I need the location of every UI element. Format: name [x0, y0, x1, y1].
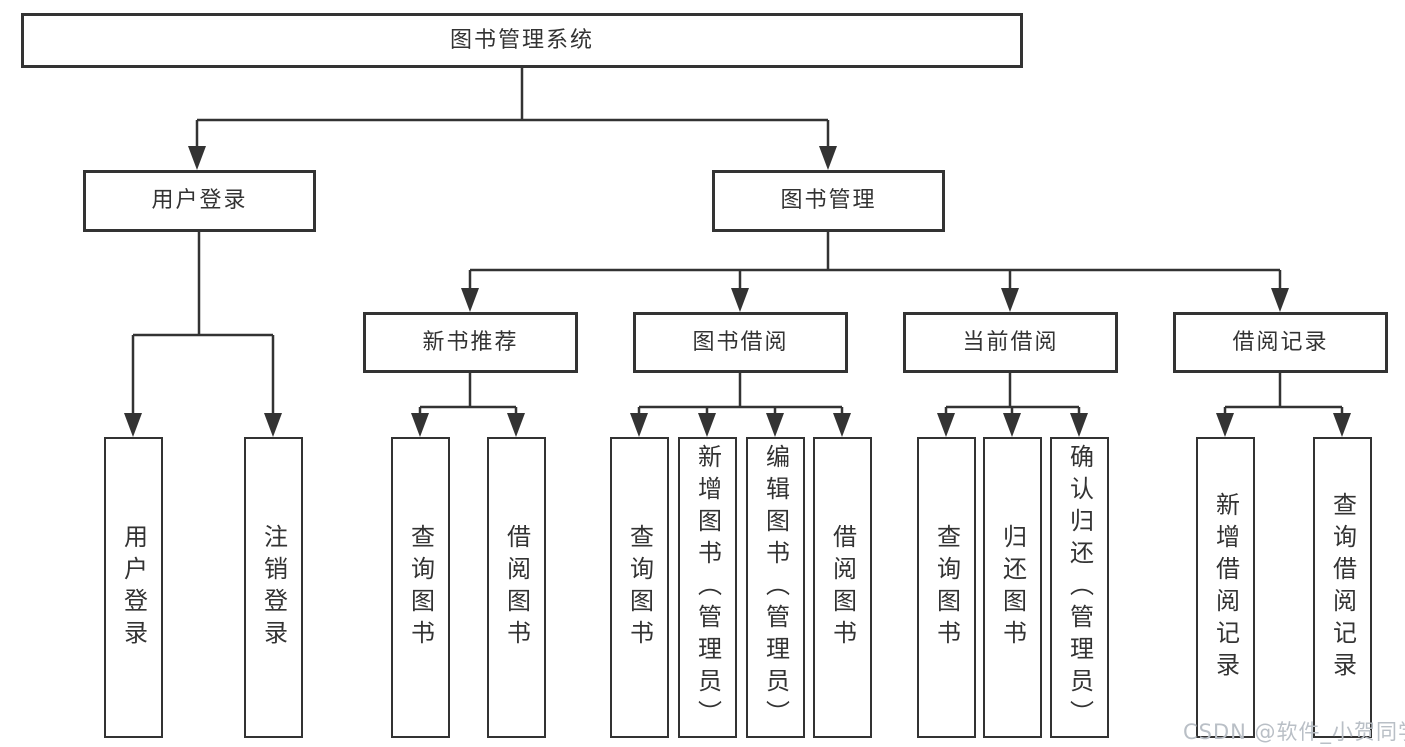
- leaf-query-borrowing-record: 查询借阅记录: [1313, 437, 1372, 738]
- arrowhead: [411, 413, 429, 437]
- leaf-add-borrowing-record: 新增借阅记录: [1196, 437, 1255, 738]
- leaf-borrow-books-borrowing: 借阅图书: [813, 437, 872, 738]
- node-borrowing-records: 借阅记录: [1173, 312, 1388, 373]
- connector-lines: [131, 68, 1344, 433]
- csdn-watermark: CSDN @软件_小贺同学: [1183, 720, 1405, 744]
- node-book-management-branch: 图书管理: [712, 170, 945, 232]
- arrowhead: [1003, 413, 1021, 437]
- arrowhead: [698, 413, 716, 437]
- arrowhead: [124, 413, 142, 437]
- arrowhead: [1070, 413, 1088, 437]
- arrowhead: [188, 146, 206, 170]
- arrowhead: [461, 288, 479, 312]
- arrowhead: [264, 413, 282, 437]
- arrowhead: [1271, 288, 1289, 312]
- leaf-add-books-admin: 新增图书（管理员）: [678, 437, 737, 738]
- leaf-user-login: 用户登录: [104, 437, 163, 738]
- node-book-borrowing: 图书借阅: [633, 312, 848, 373]
- node-new-book-recommendation: 新书推荐: [363, 312, 578, 373]
- leaf-query-books-recommend: 查询图书: [391, 437, 450, 738]
- arrowhead: [731, 288, 749, 312]
- arrowhead: [1216, 413, 1234, 437]
- node-current-borrowing: 当前借阅: [903, 312, 1118, 373]
- arrowhead: [833, 413, 851, 437]
- leaf-borrow-books-recommend: 借阅图书: [487, 437, 546, 738]
- leaf-logout: 注销登录: [244, 437, 303, 738]
- arrowhead: [1001, 288, 1019, 312]
- leaf-query-books-borrowing: 查询图书: [610, 437, 669, 738]
- leaf-edit-books-admin: 编辑图书（管理员）: [746, 437, 805, 738]
- arrowhead: [819, 146, 837, 170]
- leaf-confirm-return-admin: 确认归还（管理员）: [1050, 437, 1109, 738]
- node-root-library-management-system: 图书管理系统: [21, 13, 1023, 68]
- arrowhead: [766, 413, 784, 437]
- leaf-query-books-current: 查询图书: [917, 437, 976, 738]
- arrowhead: [1333, 413, 1351, 437]
- arrowhead: [630, 413, 648, 437]
- leaf-return-books: 归还图书: [983, 437, 1042, 738]
- arrowhead: [937, 413, 955, 437]
- node-user-login-branch: 用户登录: [83, 170, 316, 232]
- arrowhead: [507, 413, 525, 437]
